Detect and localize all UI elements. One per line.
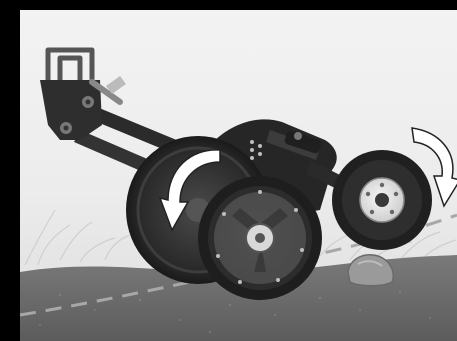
gauge-wheel: [198, 176, 322, 300]
press-wheel: [332, 150, 432, 250]
planter-illustration: [20, 10, 457, 341]
mounting-bracket: [40, 50, 102, 140]
illustration-scene: [20, 10, 457, 341]
